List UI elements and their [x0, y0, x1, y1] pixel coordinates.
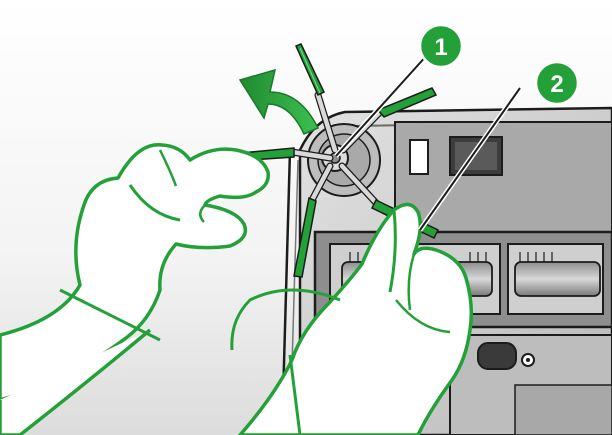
wheel-caster [478, 343, 516, 369]
callout-2-badge: 2 [536, 62, 578, 104]
callout-2-number: 2 [550, 71, 563, 98]
callout-1-number: 1 [434, 34, 447, 61]
slot-window [410, 140, 428, 174]
callout-1-badge: 1 [420, 25, 462, 67]
